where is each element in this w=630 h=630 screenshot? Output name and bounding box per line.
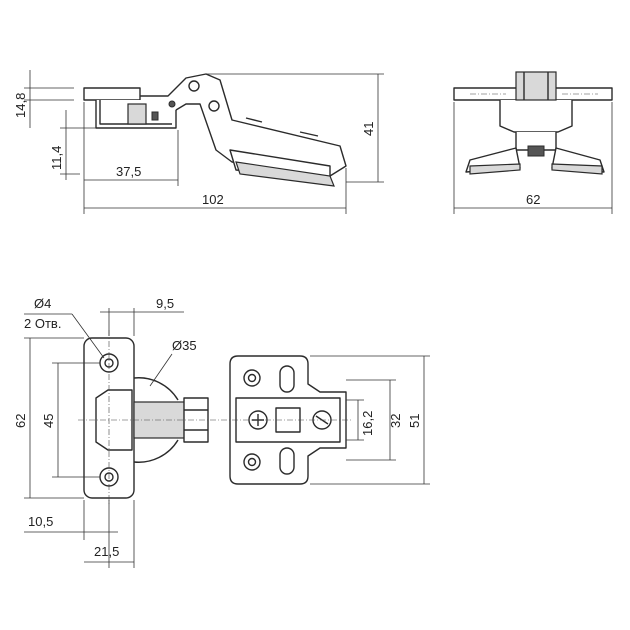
dim-hole-offset: 9,5 [156, 296, 174, 311]
pivot-small [168, 100, 176, 108]
arm-slot-bottom [279, 447, 295, 475]
dim-overall-height: 41 [361, 122, 376, 136]
dim-hole-spacing: 45 [41, 414, 56, 428]
cup-rim [99, 100, 172, 125]
end-wing-right-plate [551, 163, 603, 175]
end-cup-body [499, 100, 573, 133]
hinge-link [140, 73, 347, 177]
dim-mount-plate-height: 51 [407, 414, 422, 428]
arm-slot-top [279, 365, 295, 393]
side-view: 14,8 11,4 37,5 102 41 [13, 70, 384, 214]
arm-hole-bottom-left [243, 453, 261, 471]
cup-circle-arc [133, 377, 179, 463]
arm-hole-top-left [243, 369, 261, 387]
pivot-lower [208, 100, 220, 112]
dim-arm-height: 11,4 [49, 146, 64, 170]
arm-detail [245, 117, 319, 137]
end-view: 62 [453, 71, 613, 214]
dim-plate-height: 62 [13, 414, 28, 428]
end-hinge-center [527, 145, 545, 157]
pivot-upper [188, 80, 200, 92]
mounting-plate [235, 161, 335, 187]
dim-hole-count: 2 Отв. [24, 316, 61, 331]
dim-edge-distance: 10,5 [28, 514, 53, 529]
dim-plate-width: 62 [526, 192, 540, 207]
cup-flange [83, 87, 141, 101]
end-wing-left-plate [469, 163, 521, 175]
dim-mount-hole-spacing: 32 [388, 414, 403, 428]
dim-cup-diameter: Ø35 [172, 338, 197, 353]
dim-slot-spacing: 16,2 [360, 411, 375, 436]
dim-cup-offset: 37,5 [116, 164, 141, 179]
dim-overall-length: 102 [202, 192, 224, 207]
top-view: Ø4 2 Отв. 9,5 Ø35 62 45 10,5 21,5 [13, 296, 430, 568]
end-hinge-top [515, 71, 557, 101]
cup-slot [127, 103, 147, 125]
dim-hole-diameter: Ø4 [34, 296, 51, 311]
dim-plate-depth: 21,5 [94, 544, 119, 559]
cup-pin [151, 111, 159, 121]
dim-cup-depth: 14,8 [13, 93, 28, 118]
